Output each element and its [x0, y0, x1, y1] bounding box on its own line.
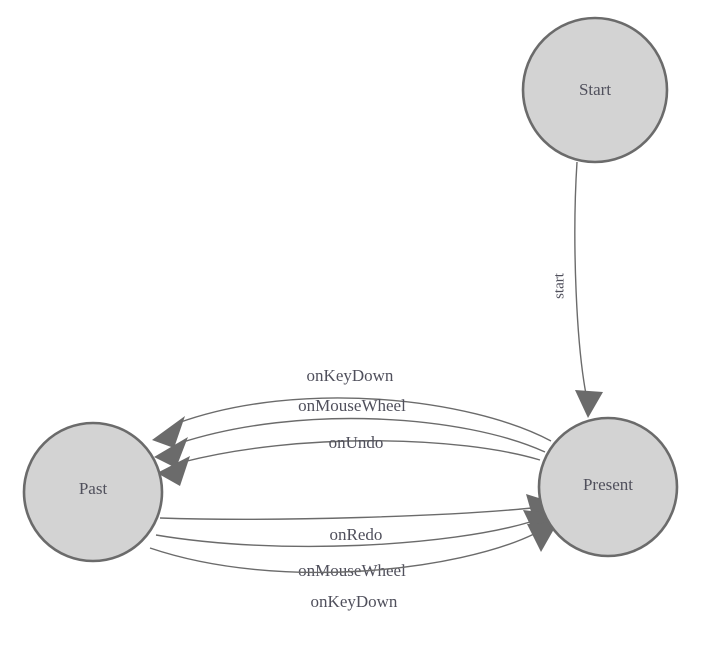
node-start-label: Start	[579, 80, 611, 99]
edge-past-to-present-onredo: onRedo	[159, 494, 558, 544]
edge-present-to-past-onmousewheel: onMouseWheel	[154, 396, 546, 468]
node-past[interactable]: Past	[22, 421, 164, 563]
edge-label-onmousewheel-top: onMouseWheel	[298, 396, 406, 415]
edge-present-to-past-onkeydown: onKeyDown	[152, 366, 552, 448]
node-present-circle[interactable]	[537, 416, 679, 558]
edge-label-onkeydown-bottom: onKeyDown	[311, 592, 398, 611]
edge-label-start: start	[551, 272, 567, 299]
node-present[interactable]: Present	[537, 416, 679, 558]
edge-start-to-present: start	[551, 161, 603, 418]
edge-path-past-to-present-onredo	[159, 507, 533, 520]
edge-path-present-to-past-onundo	[182, 440, 541, 463]
arrow-head-into-present-top	[575, 390, 603, 418]
arrow-head-into-present-3	[527, 522, 558, 552]
edge-path-past-to-present-onmousewheel	[155, 521, 531, 548]
node-past-label: Past	[79, 479, 108, 498]
edge-label-onmousewheel-bottom: onMouseWheel	[298, 561, 406, 580]
edge-label-onundo: onUndo	[329, 433, 384, 452]
edge-past-to-present-onkeydown: onKeyDown	[149, 522, 558, 611]
node-start-circle[interactable]	[521, 16, 669, 164]
edge-path-start-to-present	[574, 161, 589, 405]
arrow-head-into-past-1	[152, 416, 185, 448]
edge-label-onkeydown-top: onKeyDown	[307, 366, 394, 385]
node-start[interactable]: Start	[521, 16, 669, 164]
edge-path-present-to-past-onkeydown	[177, 397, 552, 442]
edge-past-to-present-onmousewheel: onMouseWheel	[155, 510, 556, 580]
edge-path-present-to-past-onmousewheel	[179, 417, 546, 453]
edge-label-onredo: onRedo	[330, 525, 383, 544]
arrow-head-into-past-2	[154, 437, 188, 468]
edge-path-past-to-present-onkeydown	[149, 533, 535, 574]
arrow-head-into-past-3	[157, 456, 190, 486]
node-present-label: Present	[583, 475, 633, 494]
node-past-circle[interactable]	[22, 421, 164, 563]
edge-present-to-past-onundo: onUndo	[157, 433, 541, 486]
